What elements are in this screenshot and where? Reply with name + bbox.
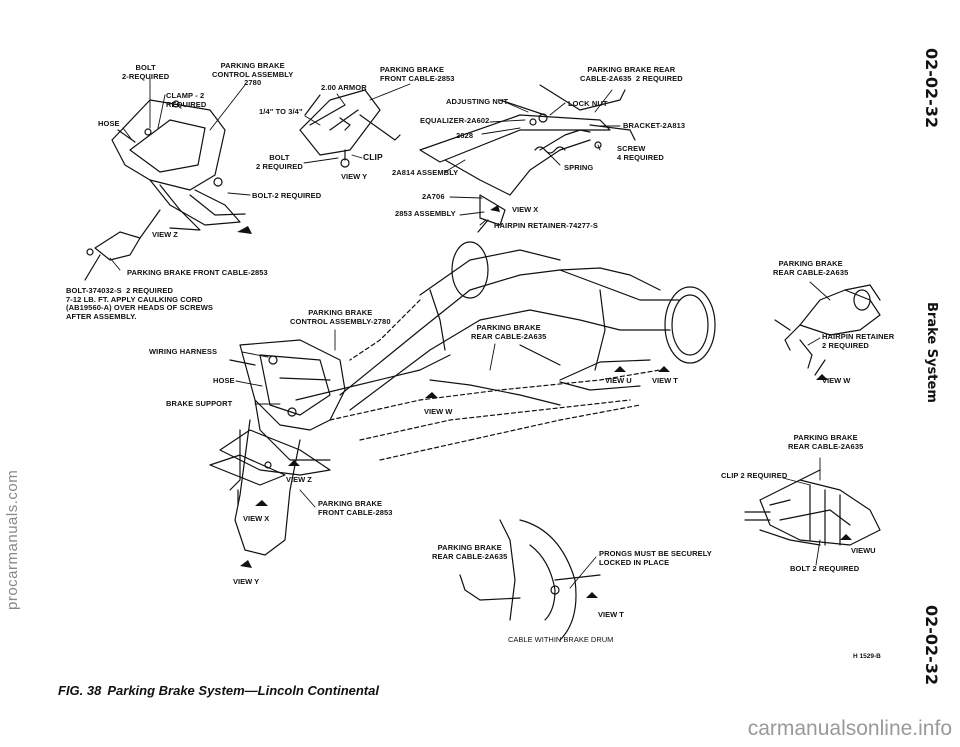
label-rear-cable-mid: PARKING BRAKE REAR CABLE-2A635 — [471, 323, 547, 341]
label-rear-cable-bottom: PARKING BRAKE REAR CABLE-2A635 — [432, 543, 508, 561]
label-rear-cable-top: PARKING BRAKE REAR CABLE-2A635 2 REQUIRE… — [580, 65, 683, 83]
label-prongs: PRONGS MUST BE SECURELY LOCKED IN PLACE — [599, 549, 712, 567]
label-clip-view-y: CLIP — [363, 152, 383, 162]
label-clip-right: CLIP 2 REQUIRED — [721, 471, 788, 480]
label-rear-cable-right2: PARKING BRAKE REAR CABLE-2A635 — [788, 433, 864, 451]
label-hose-top: HOSE — [98, 119, 120, 128]
label-view-x-bottom: VIEW X — [243, 514, 270, 523]
label-2853-assembly: 2853 ASSEMBLY — [395, 209, 456, 218]
label-bracket: BRACKET-2A813 — [623, 121, 686, 130]
page-code-bottom: 02-02-32 — [922, 605, 941, 686]
label-bolt-view-y: BOLT 2 REQUIRED — [256, 153, 303, 171]
label-front-cable-left: PARKING BRAKE FRONT CABLE-2853 — [127, 268, 268, 277]
label-view-u-mid: VIEW U — [605, 376, 632, 385]
main-control-assembly — [209, 339, 451, 556]
view-w-detail — [774, 284, 881, 376]
label-rear-cable-right: PARKING BRAKE REAR CABLE-2A635 — [773, 259, 849, 277]
figure-title: Parking Brake System—Lincoln Continental — [107, 683, 379, 698]
rear-axle — [339, 241, 716, 411]
label-spring: SPRING — [564, 163, 594, 172]
label-bolt-2-top: BOLT-2 REQUIRED — [252, 191, 322, 200]
watermark-bottom: carmanualsonline.info — [747, 717, 952, 740]
label-control-assembly-mid: PARKING BRAKE CONTROL ASSEMBLY-2780 — [290, 308, 391, 326]
view-arrows — [237, 205, 852, 598]
label-2a706: 2A706 — [422, 192, 445, 201]
label-view-u-right: VIEWU — [851, 546, 876, 555]
label-front-cable-top: PARKING BRAKE FRONT CABLE-2853 — [380, 65, 455, 83]
label-view-w-mid: VIEW W — [424, 407, 453, 416]
label-bolt-right: BOLT 2 REQUIRED — [790, 564, 860, 573]
figure-caption: FIG. 38 Parking Brake System—Lincoln Cont… — [58, 683, 379, 698]
section-title: Brake System — [924, 302, 939, 403]
label-screw: SCREW 4 REQUIRED — [617, 144, 664, 162]
floor-lines — [329, 299, 661, 461]
label-bolt-note: BOLT-374032-S 2 REQUIRED 7-12 LB. FT. AP… — [66, 286, 213, 321]
label-view-t-mid: VIEW T — [652, 376, 678, 385]
label-view-y-bottom: VIEW Y — [233, 577, 260, 586]
figure-code: H 1529-B — [853, 653, 881, 660]
leader-lines — [109, 77, 831, 589]
label-2a814: 2A814 ASSEMBLY — [392, 168, 459, 177]
label-equalizer: EQUALIZER-2A602 — [420, 116, 490, 125]
view-u-detail — [744, 469, 881, 546]
label-view-y-top: VIEW Y — [341, 172, 368, 181]
label-view-t-bottom: VIEW T — [598, 610, 624, 619]
watermark-left: procarmanuals.com — [4, 469, 21, 610]
label-brake-support: BRAKE SUPPORT — [166, 399, 233, 408]
label-quarter: 1/4" TO 3/4" — [259, 107, 303, 116]
brake-drum-view-t — [459, 519, 601, 641]
label-front-cable-bottom: PARKING BRAKE FRONT CABLE-2853 — [318, 499, 393, 517]
label-2628: 2628 — [456, 131, 474, 140]
label-clamp: CLAMP - 2 REQUIRED — [166, 91, 207, 109]
control-assembly-view-z — [84, 99, 246, 281]
view-y-detail — [299, 89, 401, 168]
label-view-w-right: VIEW W — [822, 376, 851, 385]
label-wiring-harness: WIRING HARNESS — [149, 347, 218, 356]
label-view-z-mid: VIEW Z — [286, 475, 312, 484]
label-cable-drum: CABLE WITHIN BRAKE DRUM — [508, 635, 614, 644]
label-view-z-top: VIEW Z — [152, 230, 178, 239]
label-control-assembly-top: PARKING BRAKE CONTROL ASSEMBLY 2780 — [212, 61, 294, 87]
label-bolt-2-required: BOLT 2-REQUIRED — [122, 63, 170, 81]
label-lock-nut: LOCK NUT — [568, 99, 608, 108]
page-code-top: 02-02-32 — [922, 48, 941, 129]
label-hairpin-right: HAIRPIN RETAINER 2 REQUIRED — [822, 332, 895, 350]
label-hairpin-top: HAIRPIN RETAINER-74277-S — [494, 221, 598, 230]
figure-number: FIG. 38 — [58, 683, 102, 698]
label-hose-mid: HOSE — [213, 376, 235, 385]
label-armor: 2.00 ARMOR — [321, 83, 367, 92]
label-adjusting-nut: ADJUSTING NUT — [446, 97, 509, 106]
label-view-x-top: VIEW X — [512, 205, 539, 214]
